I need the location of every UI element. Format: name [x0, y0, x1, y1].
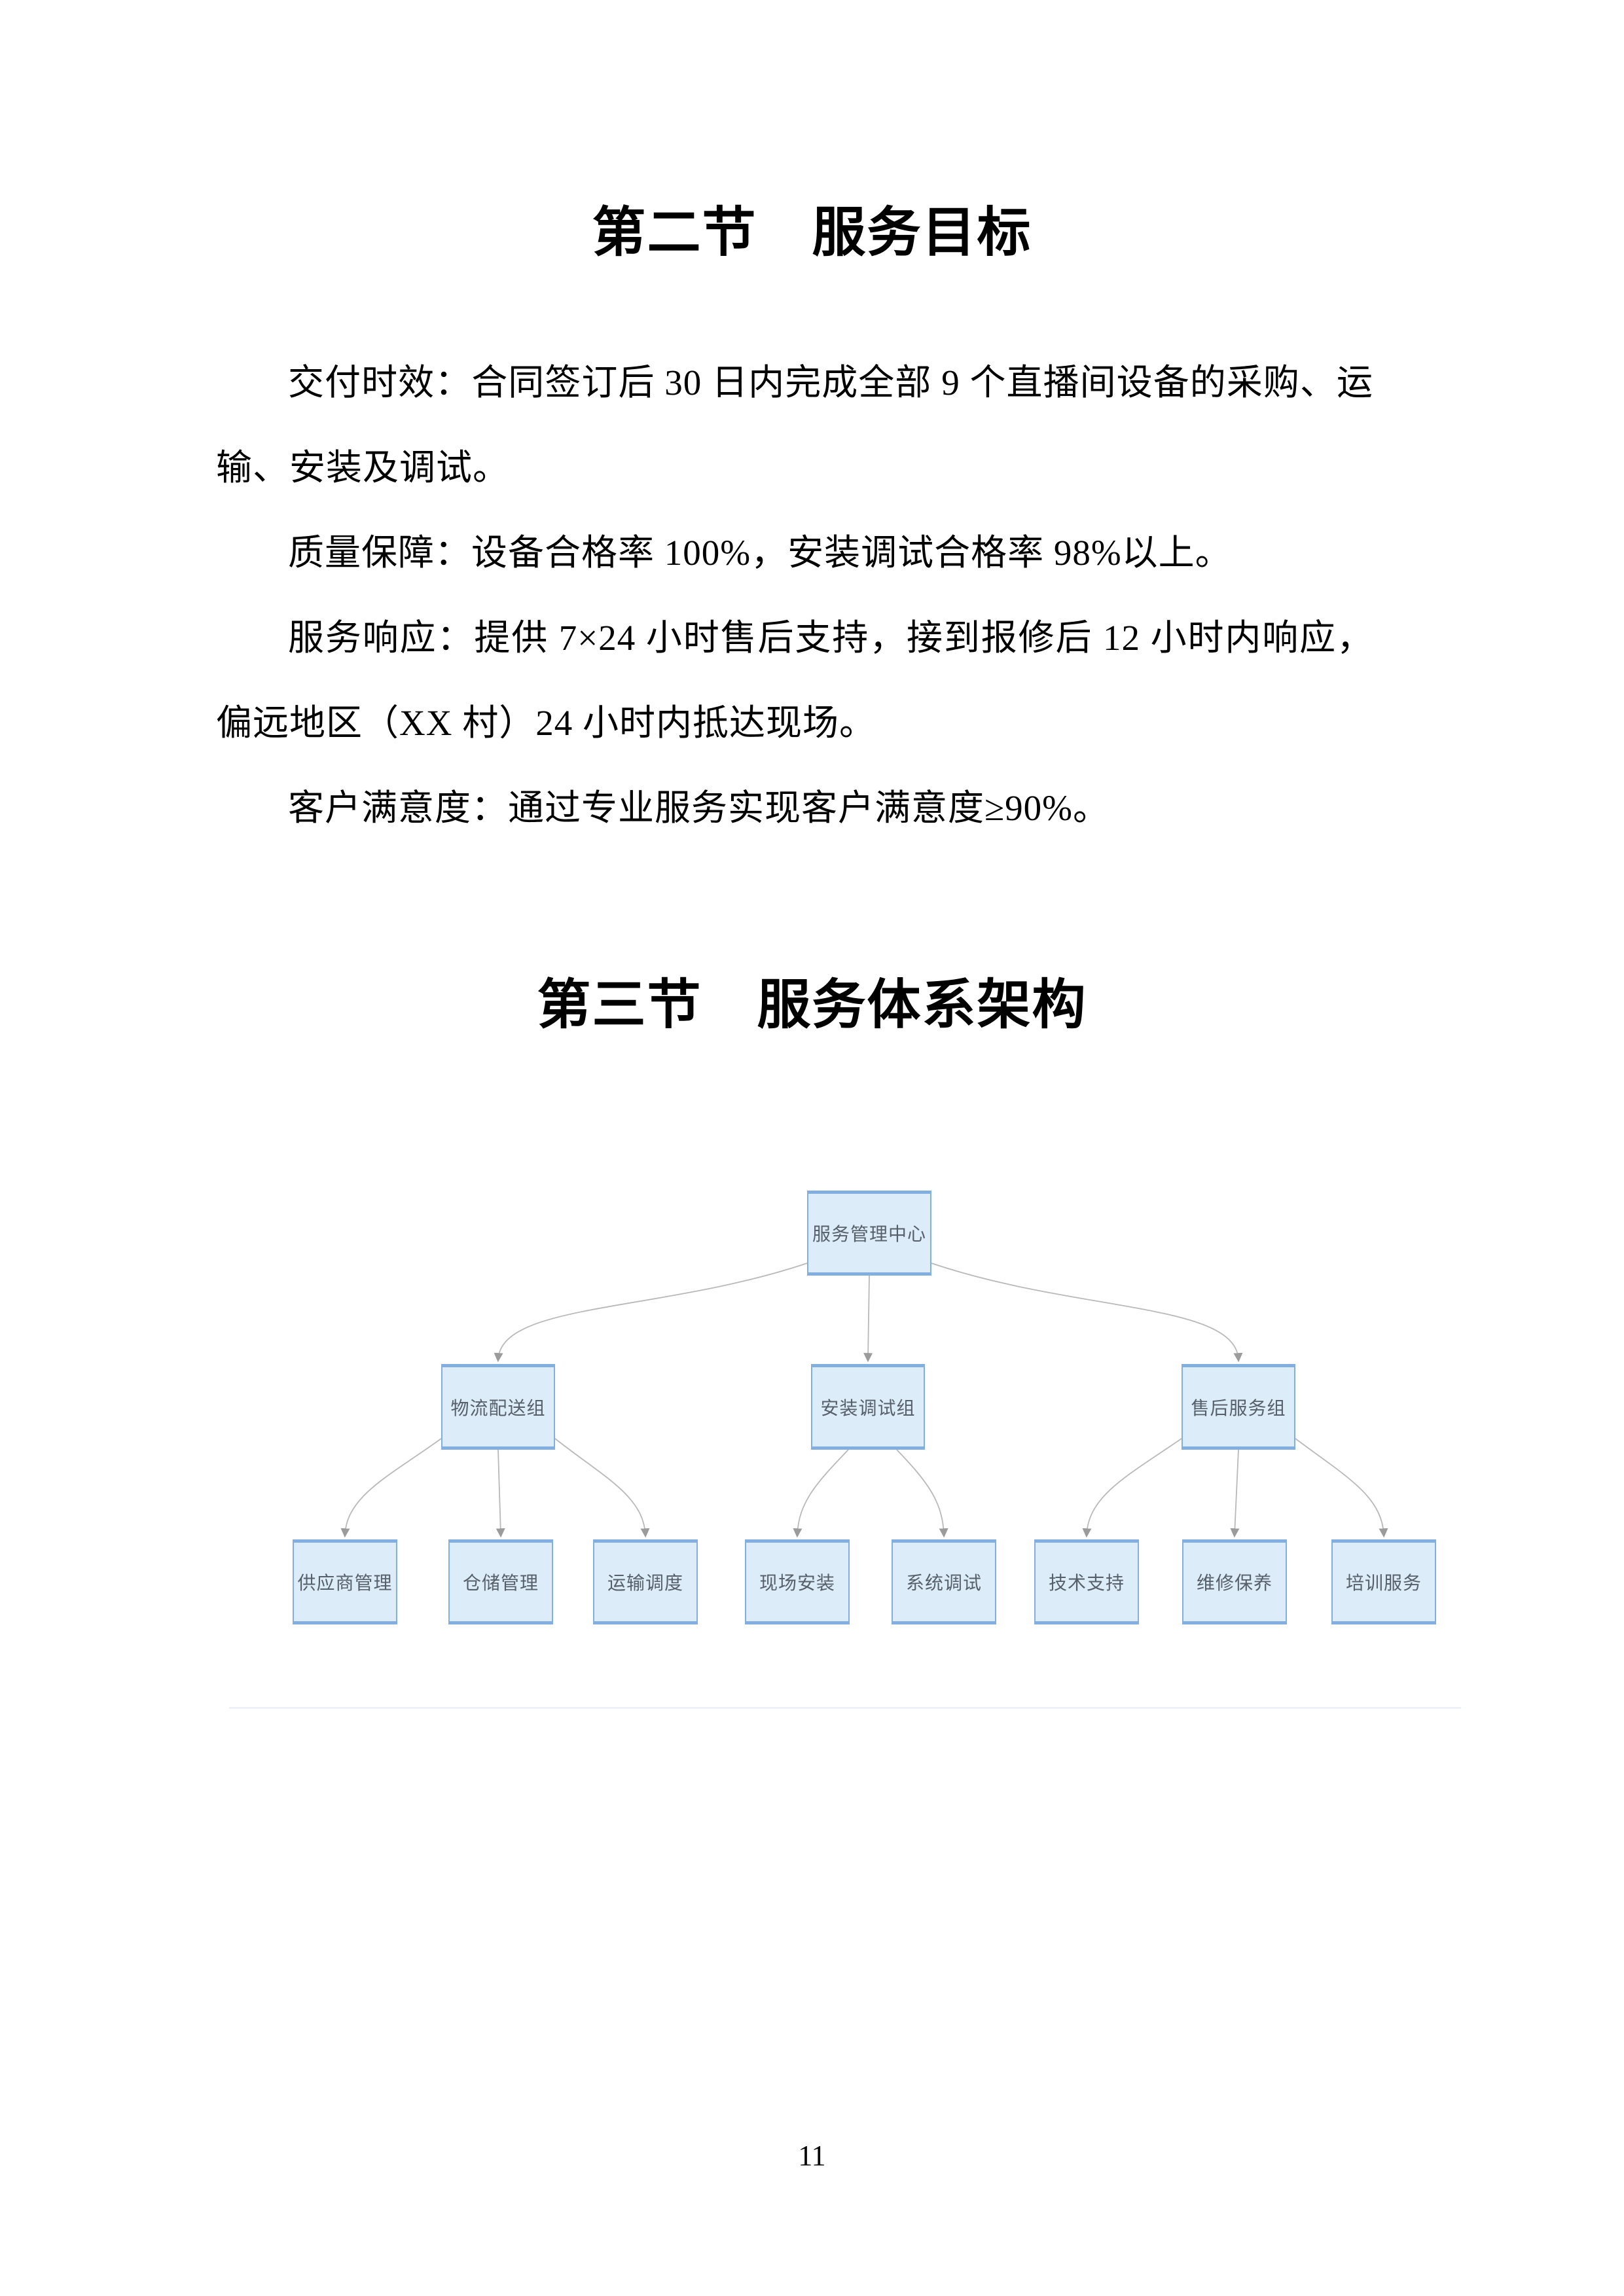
- body-text: 交付时效：合同签订后 30 日内完成全部 9 个直播间设备的采购、运输、安装及调…: [216, 340, 1373, 851]
- section-2-heading: 第二节 服务目标: [592, 203, 1032, 262]
- org-node-maintenance: 维修保养: [1182, 1539, 1287, 1624]
- org-chart: 服务管理中心 物流配送组 安装调试组 售后服务组 供应商管理 仓储管理 运输调度…: [242, 1172, 1473, 1669]
- org-chart-connectors: [340, 1263, 1388, 1538]
- org-node-training: 培训服务: [1331, 1539, 1436, 1624]
- page-number: 11: [798, 2140, 826, 2172]
- paragraph-response: 服务响应：提供 7×24 小时售后支持，接到报修后 12 小时内响应，偏远地区（…: [216, 618, 1373, 743]
- org-node-supplier-mgmt: 供应商管理: [293, 1539, 397, 1624]
- paragraph-quality: 质量保障：设备合格率 100%，安装调试合格率 98%以上。: [288, 533, 1232, 573]
- paragraph-satisfaction: 客户满意度：通过专业服务实现客户满意度≥90%。: [288, 788, 1110, 828]
- org-node-root: 服务管理中心: [807, 1191, 931, 1276]
- org-node-site-install: 现场安装: [745, 1539, 850, 1624]
- org-node-warehouse-mgmt: 仓储管理: [448, 1539, 553, 1624]
- org-node-install-group: 安装调试组: [811, 1364, 925, 1450]
- org-node-aftersales-group: 售后服务组: [1182, 1364, 1295, 1450]
- paragraph-delivery: 交付时效：合同签订后 30 日内完成全部 9 个直播间设备的采购、运输、安装及调…: [216, 363, 1373, 488]
- org-node-logistics-group: 物流配送组: [441, 1364, 555, 1450]
- section-divider: [229, 1707, 1461, 1709]
- org-node-system-debug: 系统调试: [892, 1539, 996, 1624]
- org-node-tech-support: 技术支持: [1034, 1539, 1139, 1624]
- section-3-heading: 第三节 服务体系架构: [537, 975, 1087, 1035]
- org-node-transport-dispatch: 运输调度: [593, 1539, 698, 1624]
